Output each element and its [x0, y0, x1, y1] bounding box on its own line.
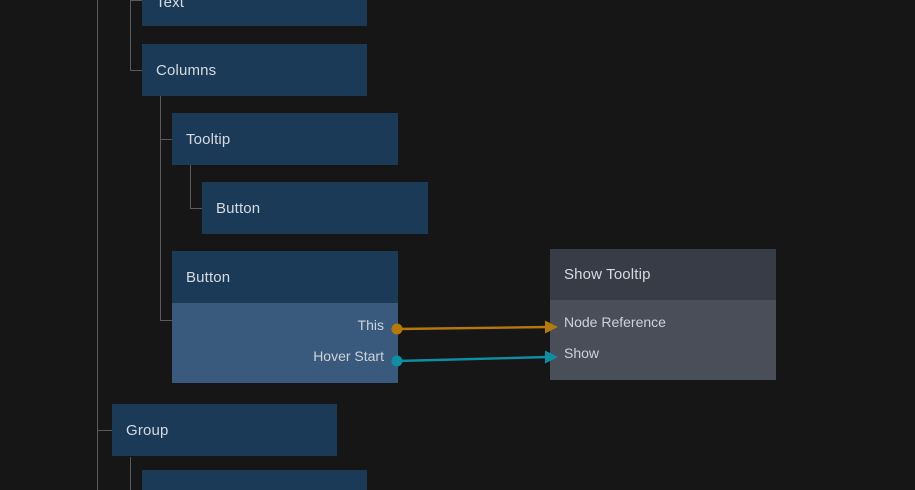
- graph-node-button-nested[interactable]: Button: [202, 182, 428, 234]
- tree-line-branch-children: [160, 96, 161, 321]
- port-label: Show: [564, 344, 600, 361]
- wire-this-to-node-reference[interactable]: [391, 320, 559, 335]
- graph-node-tooltip[interactable]: Tooltip: [172, 113, 398, 165]
- tree-line-branch-nested-tick: [190, 208, 203, 209]
- tree-line-branch-columns-tick: [130, 70, 143, 71]
- wire-line: [396, 355, 549, 363]
- node-title-columns[interactable]: Columns: [142, 44, 367, 96]
- port-label: This: [357, 316, 384, 333]
- node-title-button[interactable]: Button: [172, 251, 398, 303]
- graph-node-columns[interactable]: Columns: [142, 44, 367, 96]
- node-title-show-tooltip[interactable]: Show Tooltip: [550, 249, 776, 300]
- wire-line: [396, 325, 549, 331]
- port-in-node-reference[interactable]: Node Reference: [550, 306, 776, 337]
- node-title-partial-bottom[interactable]: [142, 470, 367, 490]
- port-label: Hover Start: [313, 347, 384, 364]
- port-out-hover-start[interactable]: Hover Start: [172, 340, 398, 371]
- tree-line-spine-root-to-group: [97, 430, 112, 431]
- port-in-show[interactable]: Show: [550, 337, 776, 368]
- tree-line-spine-root: [97, 0, 98, 490]
- tree-line-branch-button-tick: [160, 320, 173, 321]
- wire-hover-start-to-show[interactable]: [391, 350, 559, 367]
- node-title-group[interactable]: Group: [112, 404, 337, 456]
- graph-node-text[interactable]: Text: [142, 0, 367, 26]
- node-title-text[interactable]: Text: [142, 0, 367, 26]
- node-title-button-nested[interactable]: Button: [202, 182, 428, 234]
- port-out-this[interactable]: This: [172, 309, 398, 340]
- graph-node-group[interactable]: Group: [112, 404, 337, 456]
- tree-line-branch-columns-top-tick: [130, 0, 143, 1]
- graph-node-partial-bottom[interactable]: [142, 470, 367, 490]
- tree-line-branch-group-children: [130, 457, 131, 490]
- tree-line-branch-nested: [190, 165, 191, 209]
- tree-line-branch-columns: [130, 0, 131, 71]
- node-title-tooltip[interactable]: Tooltip: [172, 113, 398, 165]
- tree-line-branch-tooltip-tick: [160, 139, 173, 140]
- port-label: Node Reference: [564, 313, 666, 330]
